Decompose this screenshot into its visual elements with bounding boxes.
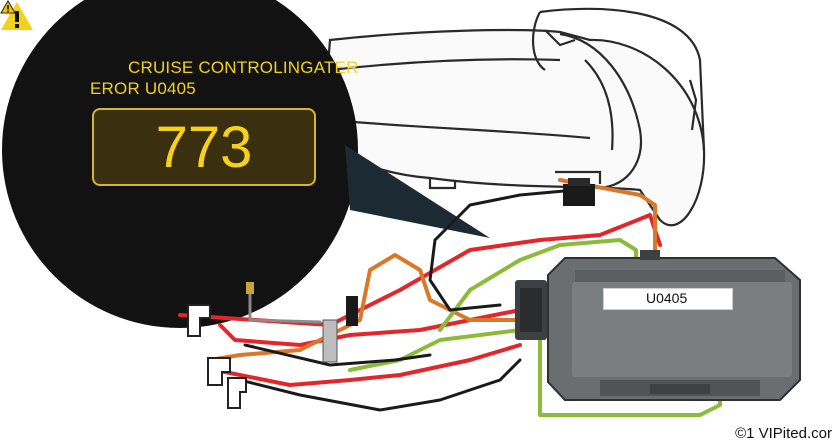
wire-black-3 <box>243 343 432 367</box>
credit-text: ©1 VIPited.cor <box>735 425 832 442</box>
wire-green-2 <box>348 328 522 372</box>
bracket-parts <box>187 304 247 409</box>
wire-black <box>428 188 577 312</box>
warning-icon <box>1 2 33 30</box>
inline-connector-gray <box>322 319 338 363</box>
connector-top-cap <box>568 178 590 186</box>
module-code-label: U0405 <box>646 290 688 306</box>
code-display-box: 773 <box>92 108 316 186</box>
wire-red-3 <box>213 343 522 387</box>
wire-orange <box>558 178 657 252</box>
zoom-pointer <box>345 145 490 238</box>
car-outline <box>320 7 706 227</box>
wire-green <box>438 238 638 332</box>
display-message-line1: CRUISE CONTROLINGATER <box>128 58 359 77</box>
sensor-tip <box>246 282 254 294</box>
connector-top <box>563 184 595 206</box>
inline-connector <box>346 296 358 326</box>
wire-black-2 <box>238 358 522 412</box>
control-module <box>515 250 801 401</box>
warning-icon-small <box>0 0 16 14</box>
code-display-value: 773 <box>155 115 253 180</box>
sensor-rod <box>248 288 322 324</box>
module-label-panel <box>603 288 733 310</box>
display-message-line2: EROR U0405 <box>90 79 196 98</box>
wire-red <box>178 213 662 327</box>
